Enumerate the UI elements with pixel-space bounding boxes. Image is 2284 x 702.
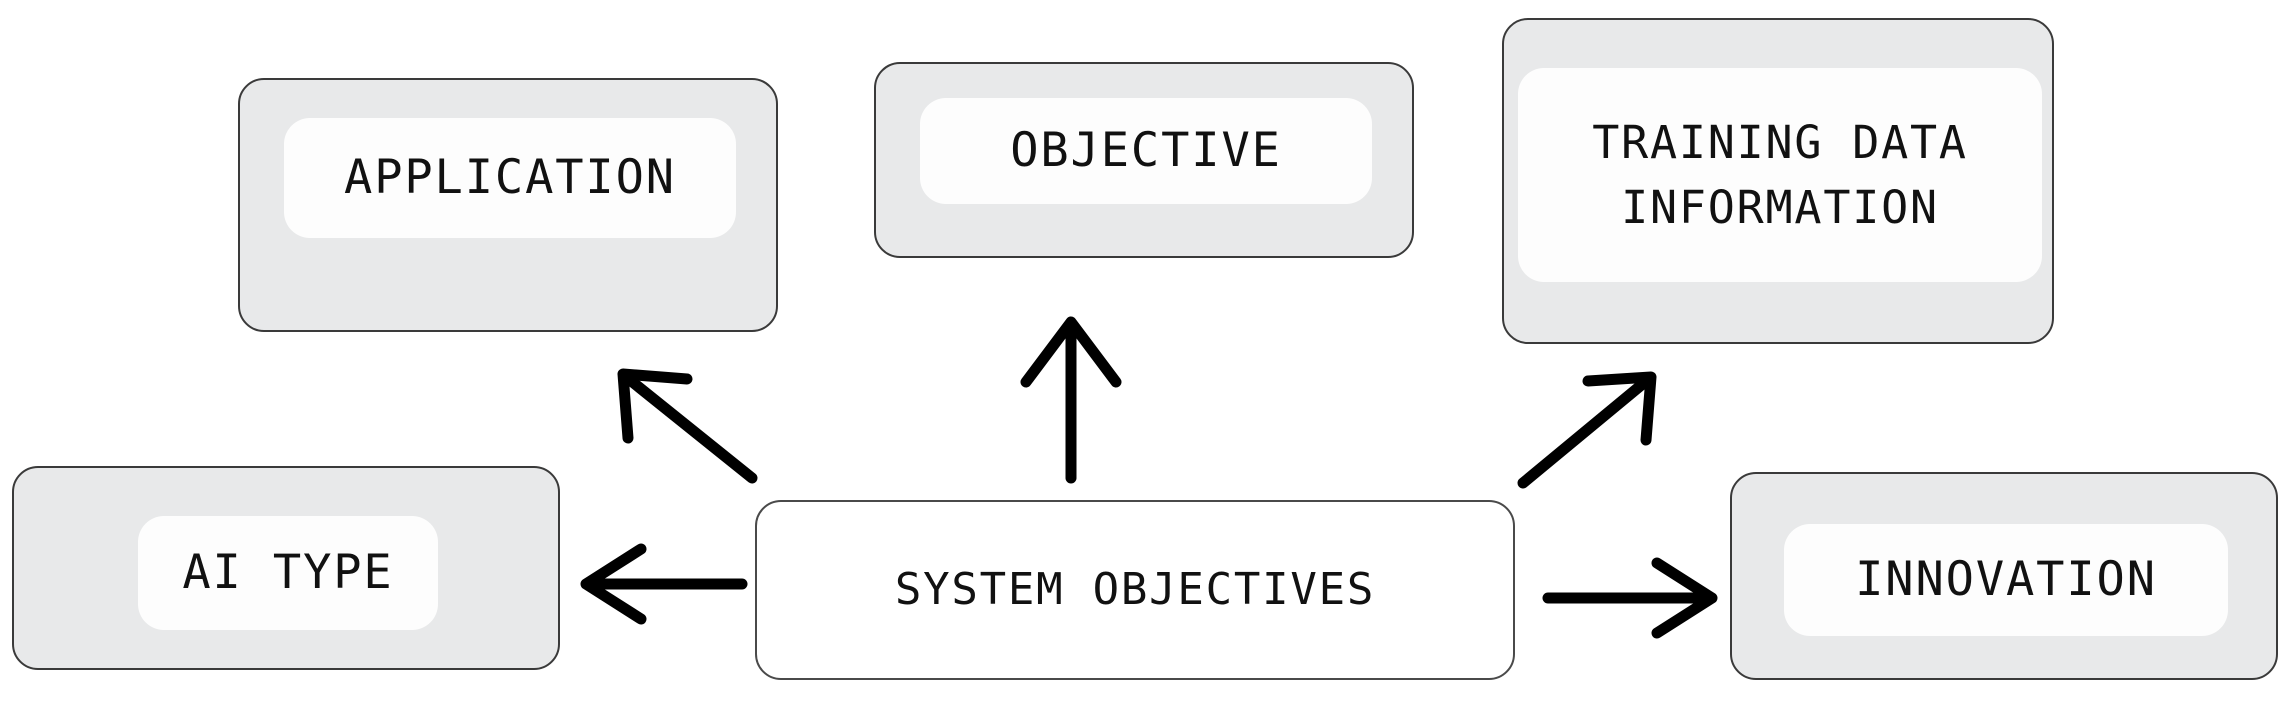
- node-training-data-information-label-line2: INFORMATION: [1621, 181, 1939, 234]
- node-application-pill: APPLICATION: [284, 118, 736, 238]
- node-training-data-information-label-line1: TRAINING DATA: [1592, 115, 1968, 169]
- arrow-to-aitype-icon: [580, 543, 748, 625]
- node-innovation-label: INNOVATION: [1855, 551, 2157, 607]
- arrow-to-training-icon: [1517, 371, 1657, 489]
- node-objective[interactable]: OBJECTIVE: [874, 62, 1414, 258]
- arrow-to-innovation-icon: [1542, 557, 1718, 639]
- node-application-label: APPLICATION: [344, 149, 676, 205]
- arrow-to-objective-icon: [1020, 316, 1122, 484]
- node-system-objectives-label: SYSTEM OBJECTIVES: [894, 564, 1376, 616]
- node-ai-type-label: AI TYPE: [182, 544, 394, 600]
- node-objective-pill: OBJECTIVE: [920, 98, 1372, 204]
- node-innovation-pill: INNOVATION: [1784, 524, 2228, 636]
- node-objective-label: OBJECTIVE: [1010, 122, 1282, 178]
- node-training-data-information[interactable]: TRAINING DATA INFORMATION: [1502, 18, 2054, 344]
- arrow-to-application-icon: [617, 368, 758, 484]
- node-system-objectives[interactable]: SYSTEM OBJECTIVES: [755, 500, 1515, 680]
- node-application[interactable]: APPLICATION: [238, 78, 778, 332]
- node-innovation[interactable]: INNOVATION: [1730, 472, 2278, 680]
- node-ai-type[interactable]: AI TYPE: [12, 466, 560, 670]
- node-training-data-information-pill: TRAINING DATA INFORMATION: [1518, 68, 2042, 282]
- node-ai-type-pill: AI TYPE: [138, 516, 438, 630]
